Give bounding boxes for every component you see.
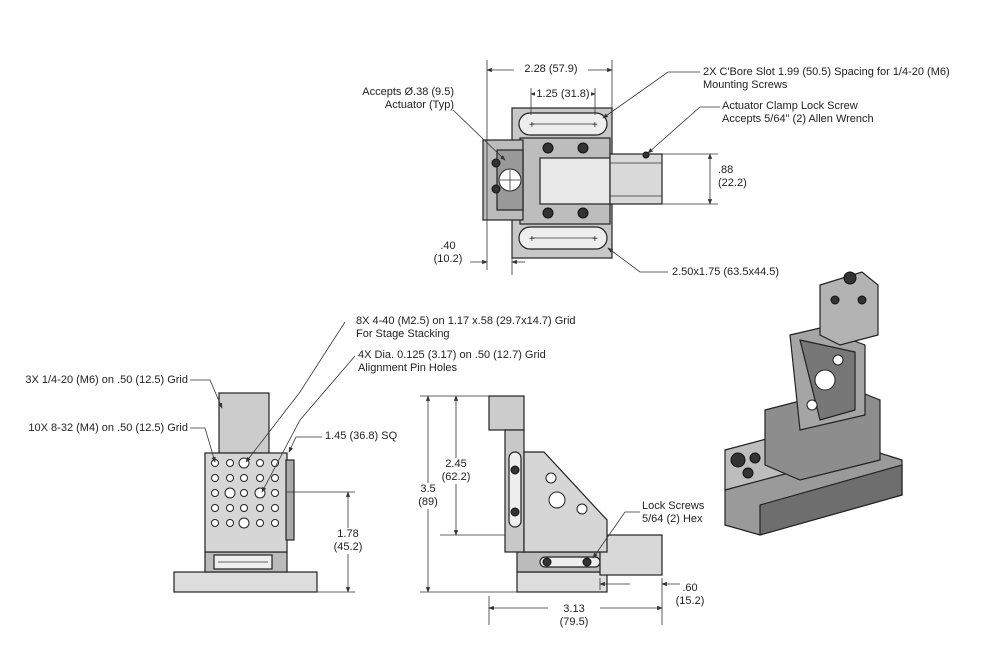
top-width-inner: 1.25 (31.8) xyxy=(535,88,591,101)
extension-dim-line1: .60 xyxy=(682,582,698,594)
offset-dim: .40 (10.2) xyxy=(430,240,466,266)
extension-dim: .60 (15.2) xyxy=(672,582,708,608)
top-height-dim-line1: .88 xyxy=(718,164,734,176)
front-view xyxy=(173,321,356,593)
slot-note-line2: Mounting Screws xyxy=(703,79,788,91)
stacking-note-line1: 8X 4-40 (M2.5) on 1.17 x.58 (29.7x14.7) … xyxy=(356,315,576,327)
front-height-dim-line2: (45.2) xyxy=(333,541,363,553)
side-width-dim-line1: 3.13 xyxy=(563,603,585,615)
side-width-dim: 3.13 (79.5) xyxy=(548,603,600,629)
actuator-note-line2: Actuator (Typ) xyxy=(384,99,454,111)
side-width-dim-line2: (79.5) xyxy=(559,616,589,628)
offset-dim-line1: .40 xyxy=(440,240,456,252)
front-height-dim: 1.78 (45.2) xyxy=(322,528,374,554)
slot-note-line1: 2X C'Bore Slot 1.99 (50.5) Spacing for 1… xyxy=(703,66,950,78)
stacking-note-line2: For Stage Stacking xyxy=(356,328,450,340)
side-height-upper: 2.45 (62.2) xyxy=(436,458,476,484)
side-view xyxy=(420,395,680,625)
front-hole-grid xyxy=(211,457,279,529)
pin-note-line2: Alignment Pin Holes xyxy=(358,362,458,374)
slot-note: 2X C'Bore Slot 1.99 (50.5) Spacing for 1… xyxy=(703,66,950,92)
base-dim: 2.50x1.75 (63.5x44.5) xyxy=(672,266,780,278)
square-dim: 1.45 (36.8) SQ xyxy=(325,430,398,442)
top-view: + + + + xyxy=(452,60,720,275)
lock-note-line1: Lock Screws xyxy=(642,500,705,512)
svg-text:+: + xyxy=(529,120,535,131)
side-height-overall-line1: 3.5 xyxy=(420,483,436,495)
svg-text:+: + xyxy=(592,234,598,245)
m4-note: 10X 8-32 (M4) on .50 (12.5) Grid xyxy=(28,422,188,434)
top-height-dim: .88 (22.2) xyxy=(718,164,747,190)
m6-note: 3X 1/4-20 (M6) on .50 (12.5) Grid xyxy=(25,374,188,386)
top-width-overall: 2.28 (57.9) xyxy=(514,63,588,76)
actuator-note-line1: Accepts Ø.38 (9.5) xyxy=(362,86,454,98)
clamp-note: Actuator Clamp Lock Screw Accepts 5/64" … xyxy=(722,100,874,126)
top-height-dim-line2: (22.2) xyxy=(718,177,747,189)
side-height-overall: 3.5 (89) xyxy=(405,483,451,509)
side-height-upper-line2: (62.2) xyxy=(441,471,471,483)
front-height-dim-line1: 1.78 xyxy=(337,528,359,540)
svg-text:+: + xyxy=(529,234,535,245)
clamp-note-line2: Accepts 5/64" (2) Allen Wrench xyxy=(722,113,874,125)
iso-view xyxy=(724,271,903,536)
side-height-overall-line2: (89) xyxy=(418,496,438,508)
offset-dim-line2: (10.2) xyxy=(433,253,463,265)
lock-note-line2: 5/64 (2) Hex xyxy=(642,513,703,525)
actuator-note: Accepts Ø.38 (9.5) Actuator (Typ) xyxy=(350,86,454,112)
extension-dim-line2: (15.2) xyxy=(675,595,705,607)
stacking-note: 8X 4-40 (M2.5) on 1.17 x.58 (29.7x14.7) … xyxy=(356,315,576,341)
pin-note-line1: 4X Dia. 0.125 (3.17) on .50 (12.7) Grid xyxy=(358,349,546,361)
svg-text:+: + xyxy=(592,120,598,131)
side-height-upper-line1: 2.45 xyxy=(445,458,467,470)
clamp-note-line1: Actuator Clamp Lock Screw xyxy=(722,100,858,112)
lock-note: Lock Screws 5/64 (2) Hex xyxy=(642,500,704,526)
pin-note: 4X Dia. 0.125 (3.17) on .50 (12.7) Grid … xyxy=(358,349,546,375)
